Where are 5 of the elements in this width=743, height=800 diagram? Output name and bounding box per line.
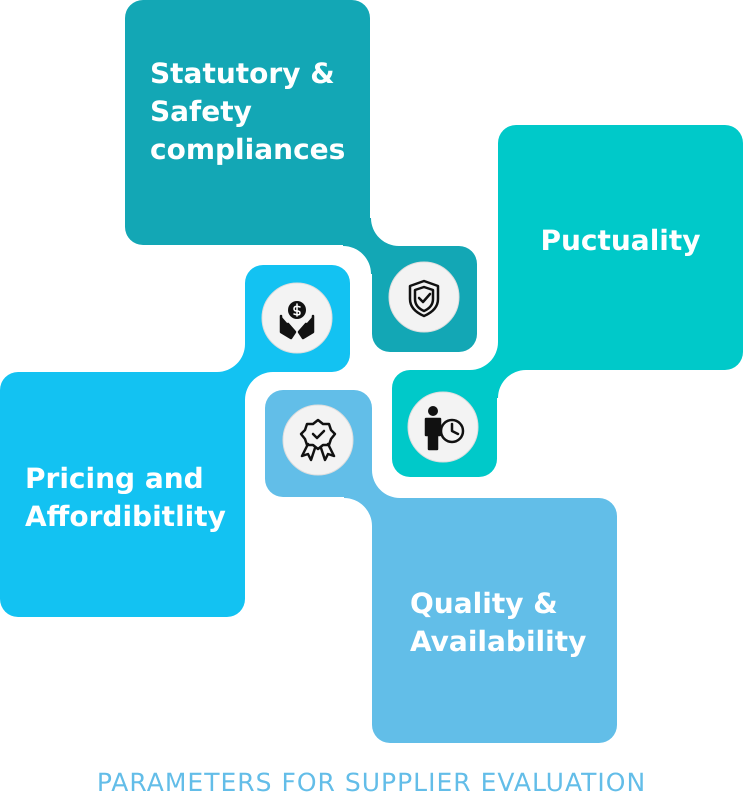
tile-title: Pricing and Affordibitlity xyxy=(25,461,227,535)
tile-title: Quality & Availability xyxy=(410,586,588,660)
caption: PARAMETERS FOR SUPPLIER EVALUATION xyxy=(96,768,648,797)
tile-title: Puctuality xyxy=(539,223,702,259)
tile-title: Statutory & Safety compliances xyxy=(150,56,346,168)
